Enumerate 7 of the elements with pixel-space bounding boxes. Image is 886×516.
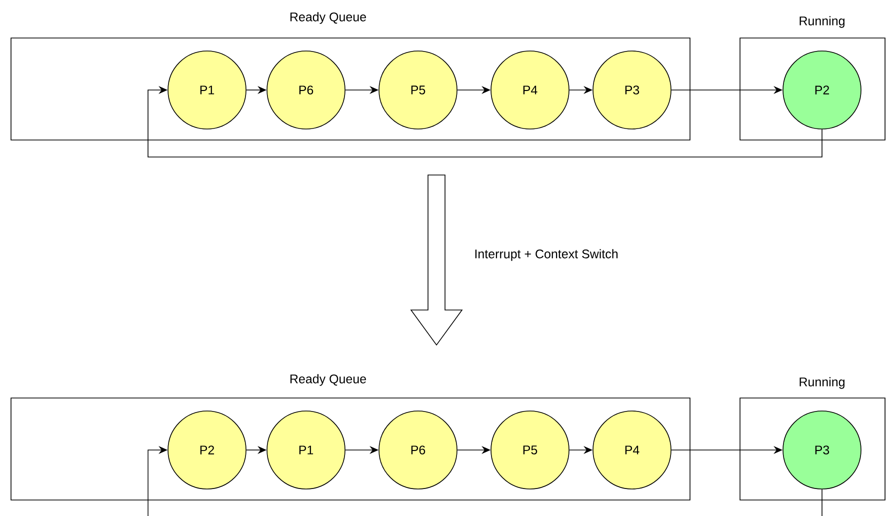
edge-label: Interrupt + Context Switch — [475, 249, 618, 261]
node-label: Running — [800, 16, 844, 28]
node-label: Running — [800, 377, 844, 389]
block-arrow — [410, 174, 463, 346]
node-label: Ready Queue — [290, 374, 366, 386]
arrow — [148, 86, 822, 158]
node-label: Ready Queue — [290, 12, 366, 24]
